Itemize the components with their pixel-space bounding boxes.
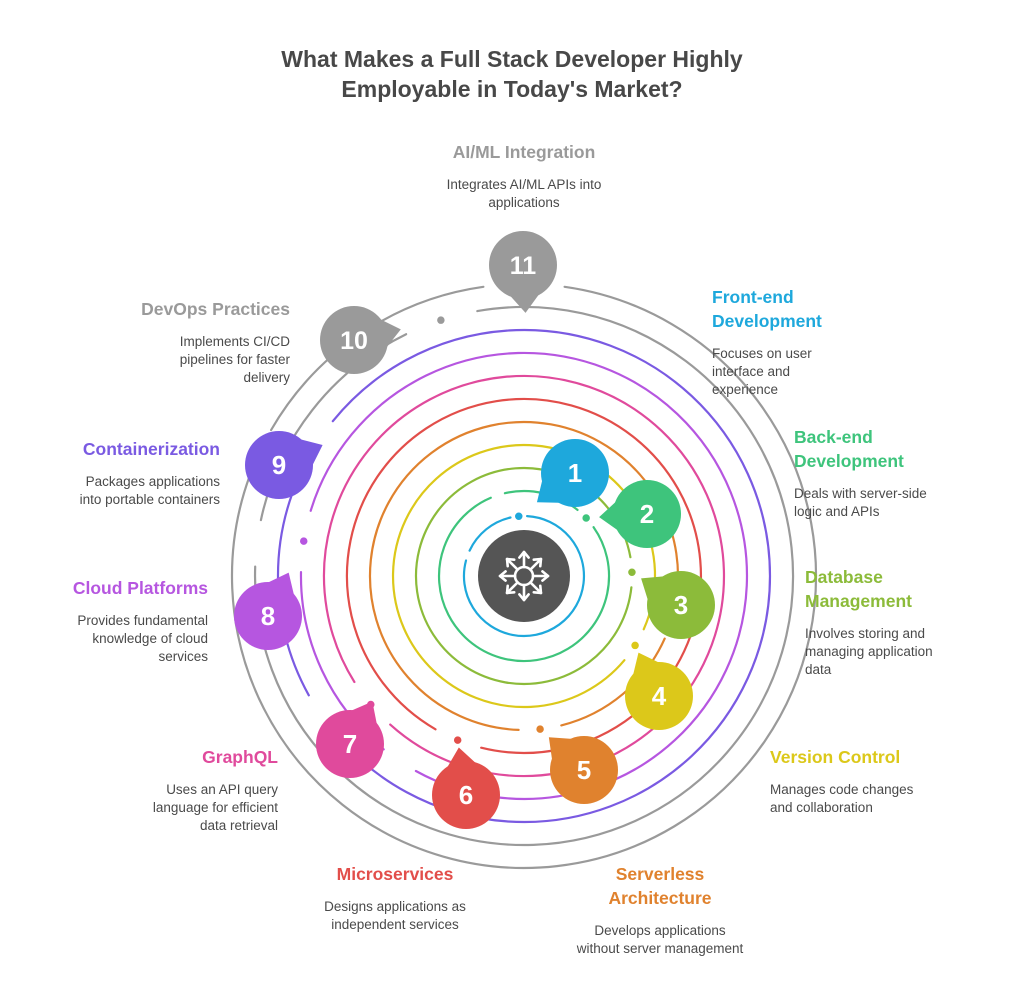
title-line-1: What Makes a Full Stack Developer Highly [281, 46, 743, 72]
ring-arc-3 [414, 466, 633, 686]
ring-arc-9 [331, 328, 772, 824]
label-title-7: GraphQL [202, 747, 278, 767]
ring-arc-1 [462, 515, 586, 638]
badge-9 [245, 431, 313, 499]
ring-arc-11 [230, 285, 818, 870]
ring-dot-10 [435, 314, 447, 326]
badge-5 [550, 736, 618, 804]
ring-dot-5 [534, 723, 546, 735]
label-title-8: Cloud Platforms [72, 578, 208, 598]
label-title-11: AI/ML Integration [452, 142, 596, 162]
ring-dot-1 [513, 510, 525, 522]
badge-number-11: 11 [510, 252, 537, 280]
badge-4 [625, 662, 693, 730]
badge-8 [234, 582, 302, 650]
center-circle [478, 530, 570, 622]
badge-number-9: 9 [272, 450, 286, 480]
number-badges: 1 2 3 4 5 6 7 8 9 10 11 [234, 231, 715, 829]
gear-snowflake-icon [498, 550, 550, 602]
badge-6 [432, 761, 500, 829]
ring-arc-6 [345, 397, 703, 731]
ring-arc-tail-1 [468, 516, 512, 552]
ring-arc-4 [391, 443, 629, 709]
badge-number-8: 8 [261, 601, 275, 631]
badge-7 [316, 710, 384, 778]
badge-2 [613, 480, 681, 548]
badge-number-10: 10 [340, 327, 368, 355]
badge-number-1: 1 [568, 458, 582, 488]
badge-number-5: 5 [577, 755, 591, 785]
label-title-6: Microservices [336, 864, 454, 884]
badge-10 [320, 306, 388, 374]
title-line-2: Employable in Today's Market? [341, 76, 683, 102]
badge-number-7: 7 [343, 729, 357, 759]
ring-dot-2 [580, 512, 592, 524]
badge-3 [647, 571, 715, 639]
label-title-10: DevOps Practices [141, 299, 290, 319]
ring-arc-tail-5 [560, 637, 666, 727]
page-title: What Makes a Full Stack Developer Highly… [212, 44, 812, 104]
label-title-9: Containerization [82, 439, 220, 459]
ring-arc-2 [437, 496, 611, 663]
ring-arc-7 [322, 374, 726, 765]
ring-dot-8 [298, 535, 309, 547]
ring-dot-4 [629, 640, 641, 651]
label-title-4: Version Control [770, 747, 901, 767]
badge-11 [489, 231, 557, 299]
badge-1 [541, 439, 609, 507]
ring-dot-6 [452, 734, 463, 746]
badge-number-4: 4 [652, 681, 667, 711]
badge-number-3: 3 [674, 590, 688, 620]
badge-number-2: 2 [640, 499, 654, 529]
badge-number-6: 6 [459, 780, 473, 810]
center-hub [478, 530, 570, 622]
ring-dot-3 [626, 566, 638, 578]
